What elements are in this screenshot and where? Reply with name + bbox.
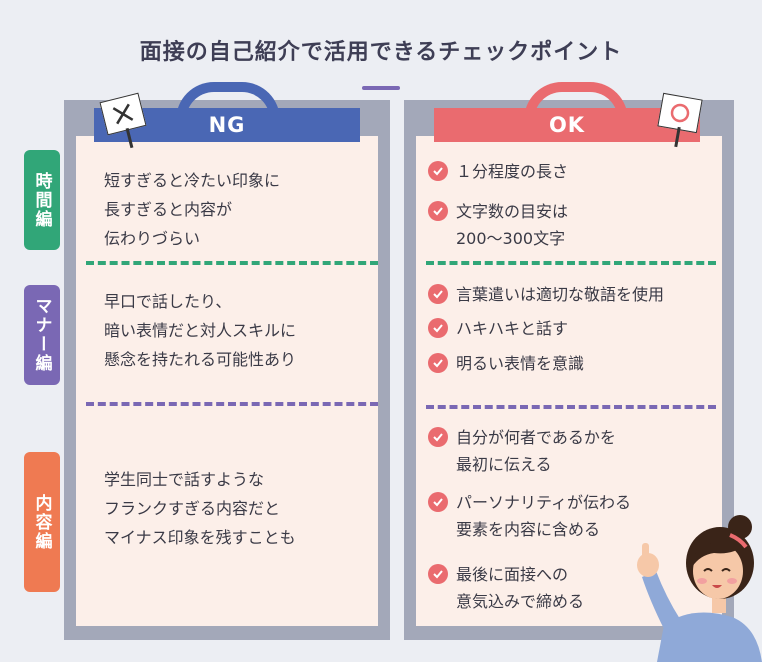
ok-item: 言葉遣いは適切な敬語を使用 bbox=[428, 281, 664, 308]
check-icon bbox=[428, 318, 448, 338]
ok-item: パーソナリティが伝わる 要素を内容に含める bbox=[428, 489, 631, 543]
x-sign-icon bbox=[99, 92, 147, 136]
ok-item-text: 自分が何者であるかを 最初に伝える bbox=[456, 428, 616, 474]
ok-item: 最後に面接への 意気込みで締める bbox=[428, 561, 584, 615]
ng-clip-ring bbox=[176, 82, 280, 120]
ok-item-text: 明るい表情を意識 bbox=[456, 354, 585, 373]
ok-item-text: 言葉遣いは適切な敬語を使用 bbox=[456, 285, 665, 304]
ok-clipboard: OK bbox=[404, 82, 734, 640]
divider-ng-2 bbox=[86, 402, 378, 406]
ok-item-text: パーソナリティが伝わる 要素を内容に含める bbox=[456, 493, 632, 539]
title-underline bbox=[362, 86, 400, 90]
divider-ok-1 bbox=[426, 261, 716, 265]
pointing-woman-illustration bbox=[637, 515, 762, 662]
ok-item: １分程度の長さ bbox=[428, 158, 568, 185]
divider-ng-1 bbox=[86, 261, 378, 265]
check-icon bbox=[428, 201, 448, 221]
ng-header: NG bbox=[94, 108, 360, 142]
ok-item: 自分が何者であるかを 最初に伝える bbox=[428, 424, 616, 478]
page-title: 面接の自己紹介で活用できるチェックポイント bbox=[139, 40, 623, 65]
ok-item-text: 文字数の目安は 200～300文字 bbox=[456, 202, 569, 248]
ok-item: 文字数の目安は 200～300文字 bbox=[428, 198, 568, 252]
section-label-manner: マナー編 bbox=[24, 285, 60, 385]
check-icon bbox=[428, 353, 448, 373]
ok-item-text: １分程度の長さ bbox=[456, 162, 569, 181]
check-icon bbox=[428, 492, 448, 512]
ng-item-content: 学生同士で話すような フランクすぎる内容だと マイナス印象を残すことも bbox=[104, 470, 296, 547]
check-icon bbox=[428, 564, 448, 584]
ok-item: 明るい表情を意識 bbox=[428, 350, 584, 377]
ng-item-manner: 早口で話したり、 暗い表情だと対人スキルに 懸念を持たれる可能性あり bbox=[104, 292, 297, 369]
ok-paper bbox=[416, 136, 722, 626]
ok-clip-ring bbox=[524, 82, 628, 120]
ng-clipboard: NG bbox=[64, 82, 390, 640]
ok-item-text: ハキハキと話す bbox=[456, 319, 569, 338]
check-icon bbox=[428, 284, 448, 304]
ok-header: OK bbox=[434, 108, 700, 142]
ng-paper bbox=[76, 136, 378, 626]
ok-item-text: 最後に面接への 意気込みで締める bbox=[456, 565, 585, 611]
circle-sign-icon bbox=[657, 92, 703, 134]
ng-item-time: 短すぎると冷たい印象に 長すぎると内容が 伝わりづらい bbox=[104, 171, 281, 248]
section-label-time: 時間編 bbox=[24, 150, 60, 250]
section-label-content: 内容編 bbox=[24, 452, 60, 592]
divider-ok-2 bbox=[426, 405, 716, 409]
ok-item: ハキハキと話す bbox=[428, 315, 568, 342]
check-icon bbox=[428, 161, 448, 181]
check-icon bbox=[428, 427, 448, 447]
